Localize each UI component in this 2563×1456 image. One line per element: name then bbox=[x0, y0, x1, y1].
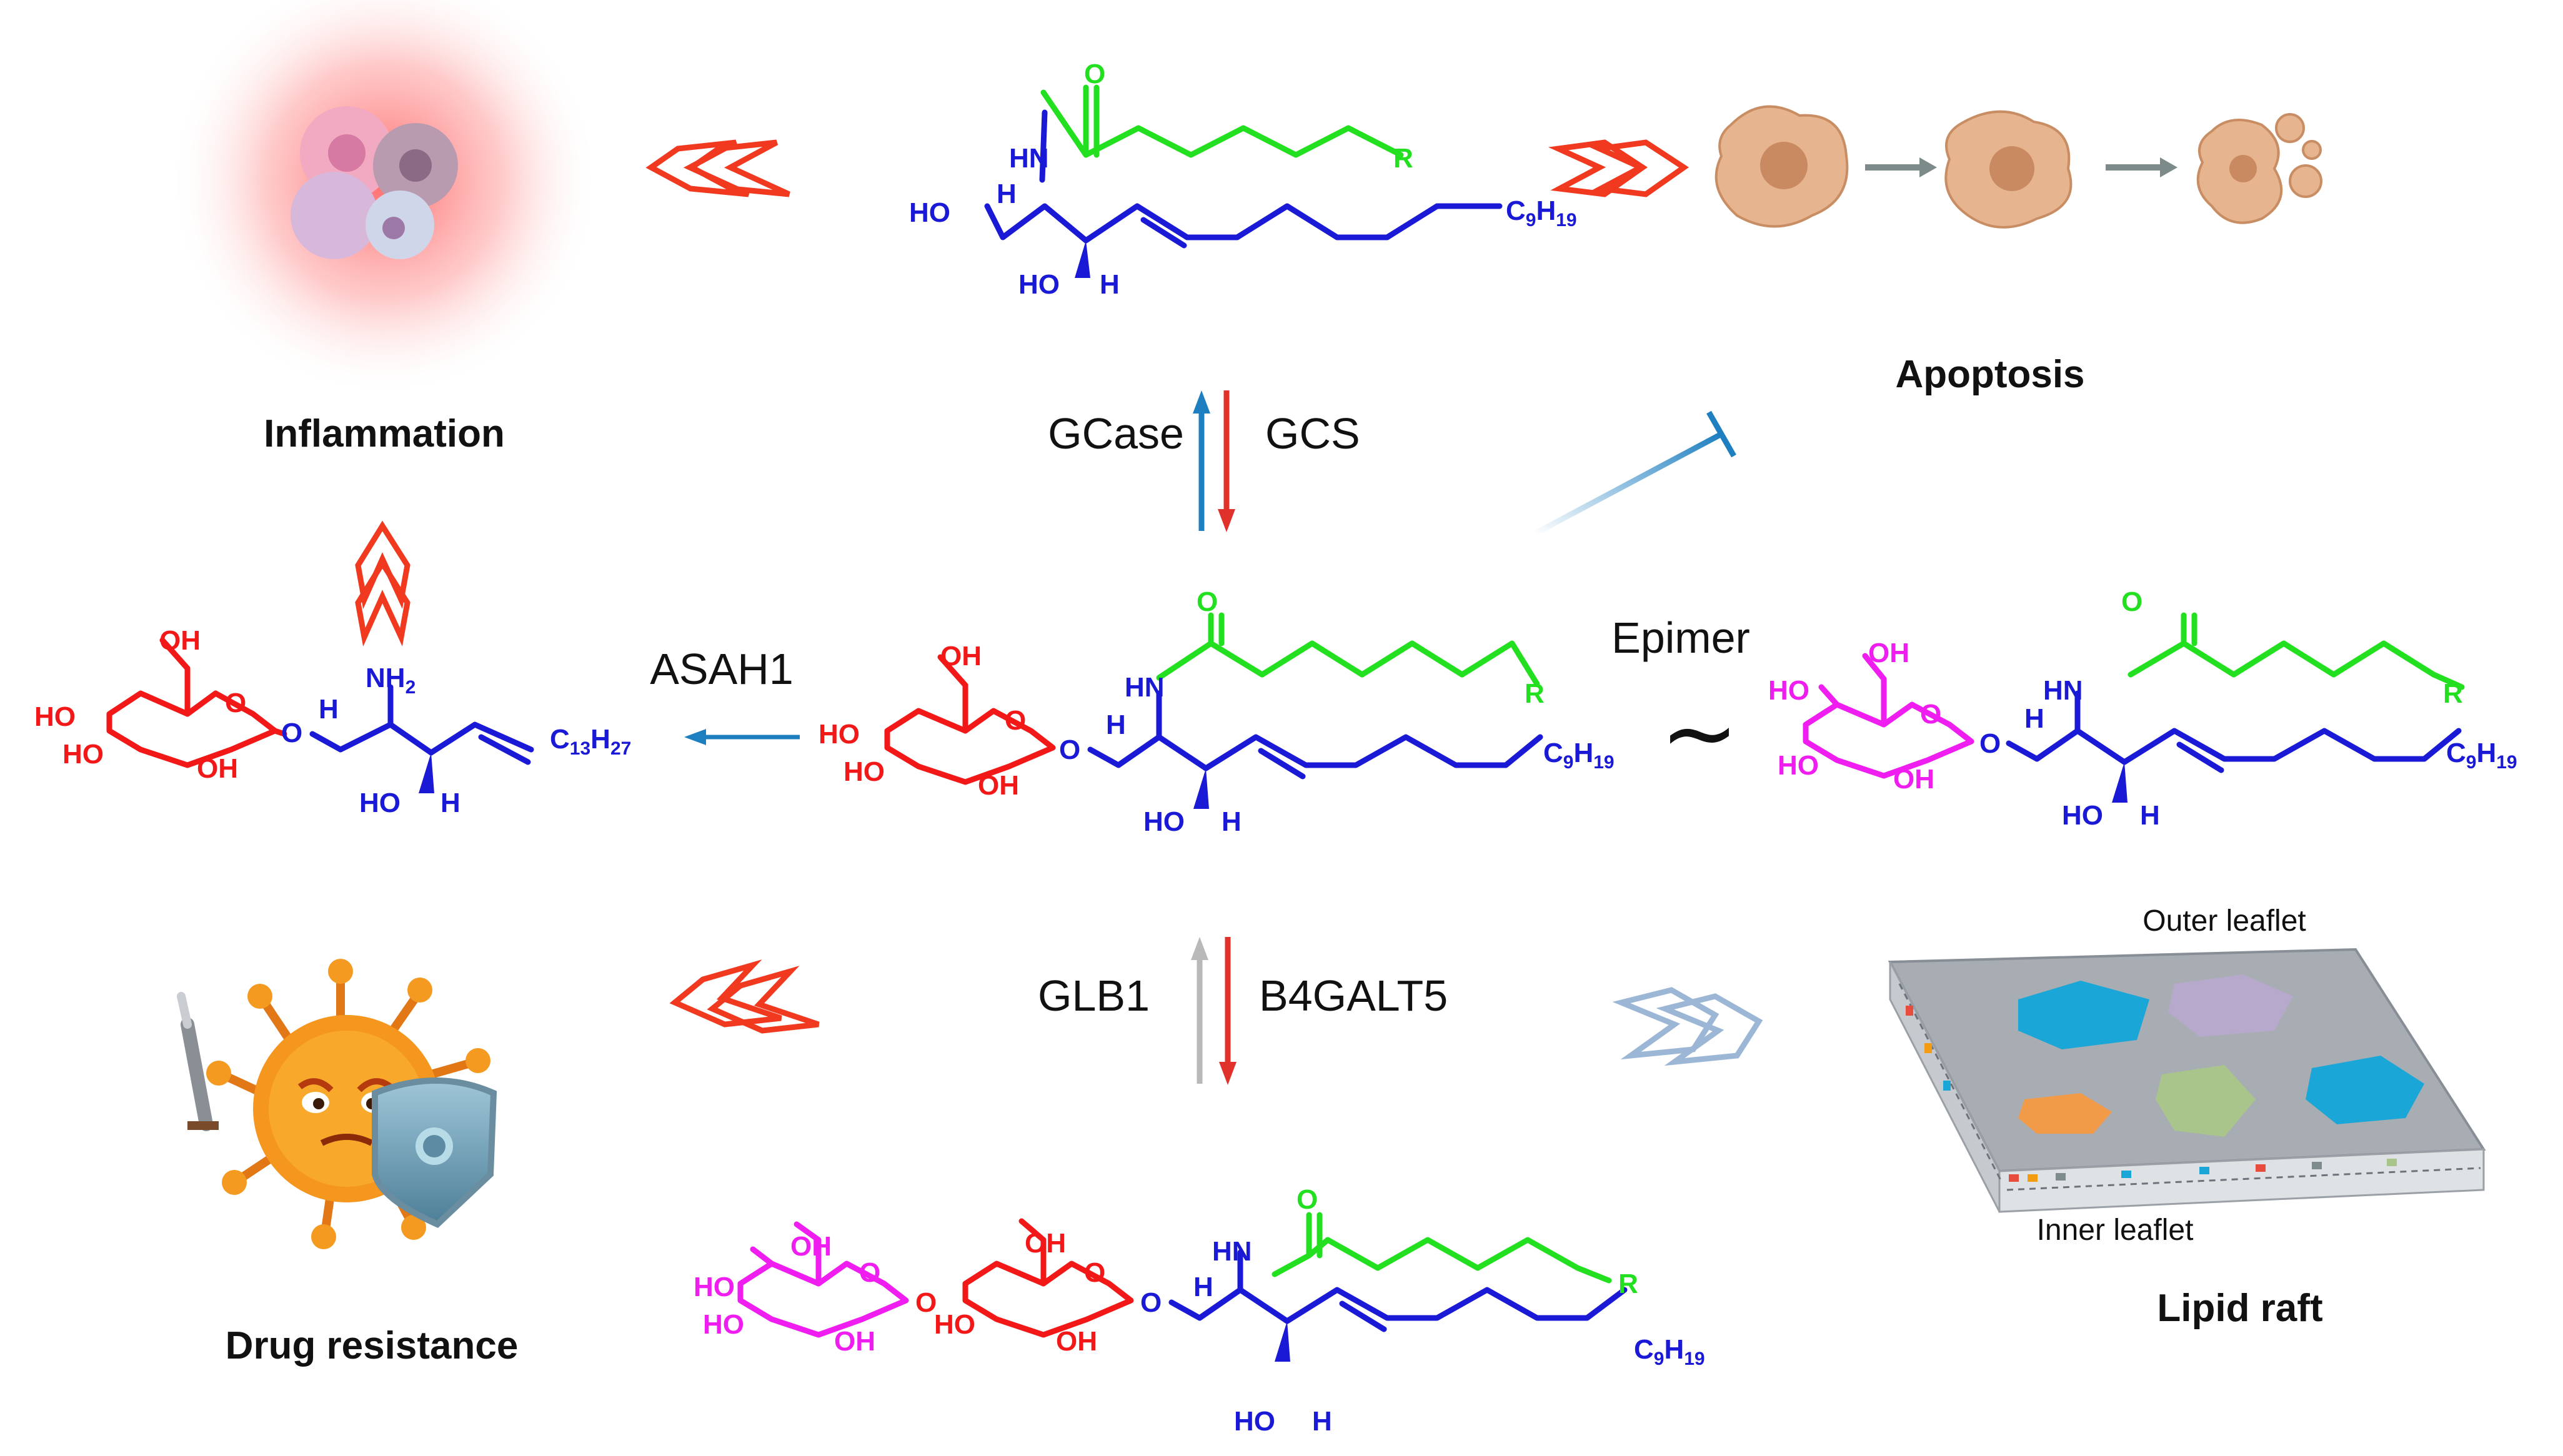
chevron-left-top bbox=[645, 139, 790, 197]
alkyl-tail: C9H19 bbox=[1543, 738, 1615, 773]
glc-c6-hydroxyl: OH bbox=[940, 641, 982, 671]
amine-group: NH2 bbox=[366, 663, 416, 698]
drug-resistance-illustration bbox=[177, 959, 497, 1249]
gcs-label: GCS bbox=[1265, 409, 1360, 458]
gal-c4-hydroxyl: HO bbox=[694, 1272, 735, 1302]
glb1-arrow-up bbox=[1191, 937, 1208, 1084]
apoptosis-inhibition-line bbox=[1532, 410, 1736, 537]
carbonyl-oxygen: O bbox=[2121, 587, 2142, 617]
c3-hydrogen: H bbox=[1100, 269, 1120, 300]
gal-ring-oxygen: O bbox=[1920, 699, 1941, 730]
gal-ring-oxygen: O bbox=[859, 1257, 880, 1288]
glycosidic-oxygen: O bbox=[1979, 728, 2001, 759]
outer-leaflet-label: Outer leaflet bbox=[2142, 904, 2306, 938]
b4galt5-label: B4GALT5 bbox=[1259, 971, 1448, 1020]
b4galt5-arrow-down bbox=[1219, 937, 1237, 1085]
amide-nitrogen: HN bbox=[1009, 143, 1049, 174]
glycosidic-oxygen: O bbox=[281, 718, 302, 748]
chevron-right-top bbox=[1548, 139, 1690, 197]
glc-c3-hydroxyl: HO bbox=[62, 739, 104, 770]
galactosylceramide-structure: O HN R OH HO HO OH O O H HO H C9H19 bbox=[1768, 587, 2517, 831]
inner-leaflet-label: Inner leaflet bbox=[2037, 1214, 2194, 1247]
glc-c2-hydroxyl: OH bbox=[197, 753, 238, 784]
glc-c4-hydroxyl: HO bbox=[34, 701, 76, 732]
glc-c6-hydroxyl: OH bbox=[159, 625, 201, 656]
secondary-hydroxyl: HO bbox=[1143, 806, 1185, 837]
lactosylceramide-structure: O HN R OH HO HO OH O O OH HO OH O O H HO… bbox=[694, 1184, 1705, 1437]
inflammation-label: Inflammation bbox=[264, 412, 505, 455]
alkyl-tail: C9H19 bbox=[2446, 738, 2517, 773]
c2-hydrogen: H bbox=[1106, 710, 1126, 740]
carbonyl-oxygen: O bbox=[1197, 587, 1218, 617]
lipid-raft-label: Lipid raft bbox=[2157, 1287, 2322, 1330]
gal-c6-hydroxyl: OH bbox=[1868, 638, 1909, 668]
glc-c2-hydroxyl: OH bbox=[978, 770, 1019, 801]
gcase-label: GCase bbox=[1048, 409, 1184, 458]
glucosylceramide-structure: O HN R OH HO HO OH O O H HO H C9H19 bbox=[819, 587, 1615, 837]
asah1-label: ASAH1 bbox=[650, 645, 794, 693]
drug-resistance-label: Drug resistance bbox=[226, 1324, 519, 1367]
gal-c4-hydroxyl: HO bbox=[1768, 675, 1809, 706]
inflammation-illustration bbox=[169, 0, 600, 397]
secondary-hydroxyl: HO bbox=[1018, 269, 1060, 300]
c3-hydrogen: H bbox=[1222, 806, 1242, 837]
glc-c3-hydroxyl: HO bbox=[844, 756, 885, 787]
glc-c2-hydroxyl: OH bbox=[1056, 1326, 1097, 1357]
glc-ring-oxygen: O bbox=[225, 688, 246, 718]
chevron-right-bottom bbox=[1612, 987, 1763, 1066]
alkyl-tail-c13: C13H27 bbox=[550, 724, 631, 759]
glc-ring-oxygen: O bbox=[1005, 705, 1026, 736]
glucosylsphingosine-structure: OH HO HO OH O O NH2 H HO H C13H27 bbox=[34, 625, 631, 818]
glc-c3-hydroxyl: HO bbox=[934, 1309, 975, 1340]
chevron-up bbox=[355, 520, 411, 647]
alkyl-tail: C9H19 bbox=[1506, 196, 1577, 230]
alkyl-tail: C9H19 bbox=[1634, 1334, 1705, 1369]
glc-ring-oxygen: O bbox=[1084, 1257, 1105, 1288]
carbonyl-oxygen: O bbox=[1084, 59, 1105, 89]
epimer-label: Epimer bbox=[1611, 613, 1750, 662]
chevron-left-bottom bbox=[669, 959, 820, 1034]
gal-c3-hydroxyl: HO bbox=[1778, 750, 1819, 781]
r-group: R bbox=[1525, 678, 1545, 709]
c3-hydrogen: H bbox=[1312, 1406, 1332, 1437]
lipid-raft-illustration bbox=[1888, 948, 2486, 1213]
c2-hydrogen: H bbox=[2024, 703, 2044, 734]
carbonyl-oxygen: O bbox=[1296, 1184, 1318, 1215]
secondary-hydroxyl: HO bbox=[1234, 1406, 1275, 1437]
glycosidic-oxygen: O bbox=[1059, 735, 1080, 765]
apoptosis-label: Apoptosis bbox=[1895, 353, 2084, 396]
secondary-hydroxyl: HO bbox=[2062, 800, 2103, 831]
amide-nitrogen: HN bbox=[1125, 672, 1165, 703]
amide-nitrogen: HN bbox=[1212, 1236, 1252, 1267]
amide-nitrogen: HN bbox=[2043, 675, 2083, 706]
c3-hydrogen: H bbox=[440, 788, 460, 818]
secondary-hydroxyl: HO bbox=[359, 788, 401, 818]
r-group: R bbox=[2443, 678, 2463, 709]
glc-c6-hydroxyl: OH bbox=[1025, 1228, 1066, 1259]
inter-glycosidic-oxygen: O bbox=[915, 1287, 937, 1318]
apoptosis-illustration bbox=[1714, 105, 2322, 229]
r-group: R bbox=[1393, 143, 1413, 174]
gal-c2-hydroxyl: OH bbox=[1893, 764, 1934, 795]
primary-hydroxyl: HO bbox=[909, 197, 950, 228]
epimer-tilde: ∼ bbox=[1660, 680, 1739, 785]
gcase-arrow-up bbox=[1193, 390, 1210, 531]
gal-c6-hydroxyl: OH bbox=[790, 1231, 832, 1262]
c2-hydrogen: H bbox=[319, 694, 339, 725]
asah1-arrow bbox=[684, 729, 800, 745]
glc-c4-hydroxyl: HO bbox=[819, 719, 860, 750]
gal-c2-hydroxyl: OH bbox=[834, 1326, 875, 1357]
c3-hydrogen: H bbox=[2140, 800, 2160, 831]
c2-hydrogen: H bbox=[1193, 1272, 1213, 1302]
gcs-arrow-down bbox=[1218, 390, 1235, 532]
gal-c3-hydroxyl: HO bbox=[703, 1309, 744, 1340]
c2-hydrogen: H bbox=[997, 179, 1017, 209]
ceramide-structure: O HN R HO H HO H C9H19 bbox=[909, 59, 1577, 300]
membrane-headgroups bbox=[1906, 1006, 2397, 1182]
glb1-label: GLB1 bbox=[1038, 971, 1150, 1020]
r-group: R bbox=[1618, 1269, 1638, 1299]
glycosidic-oxygen: O bbox=[1140, 1287, 1162, 1318]
